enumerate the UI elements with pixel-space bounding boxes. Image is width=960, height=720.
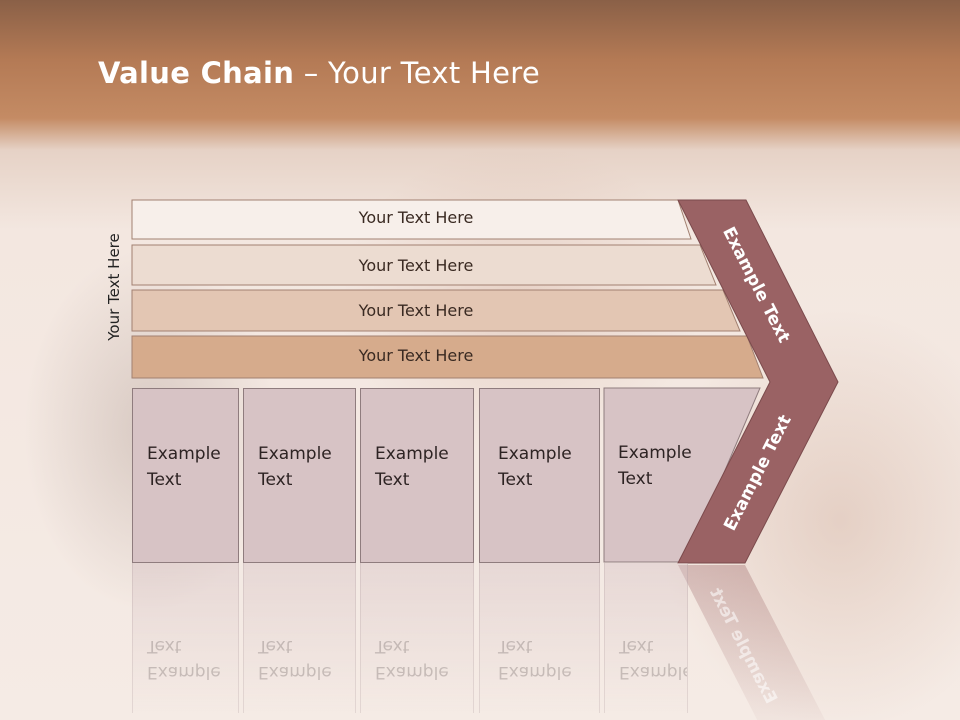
bar-1-label: Your Text Here [358, 208, 474, 227]
chevron-reflection [678, 565, 826, 720]
bar-4-label: Your Text Here [358, 346, 474, 365]
bar-1-shape [131, 199, 692, 240]
slide-title: Value Chain – Your Text Here [98, 56, 540, 90]
bar-4-shape [131, 335, 764, 379]
bar-3-shape [131, 289, 741, 332]
bar-2-shape [131, 244, 717, 286]
title-bold: Value Chain [98, 56, 295, 90]
bar-2-label: Your Text Here [358, 256, 474, 275]
title-rest: – Your Text Here [294, 56, 540, 90]
chevron-shape [677, 199, 839, 564]
bar-3-label: Your Text Here [358, 301, 474, 320]
